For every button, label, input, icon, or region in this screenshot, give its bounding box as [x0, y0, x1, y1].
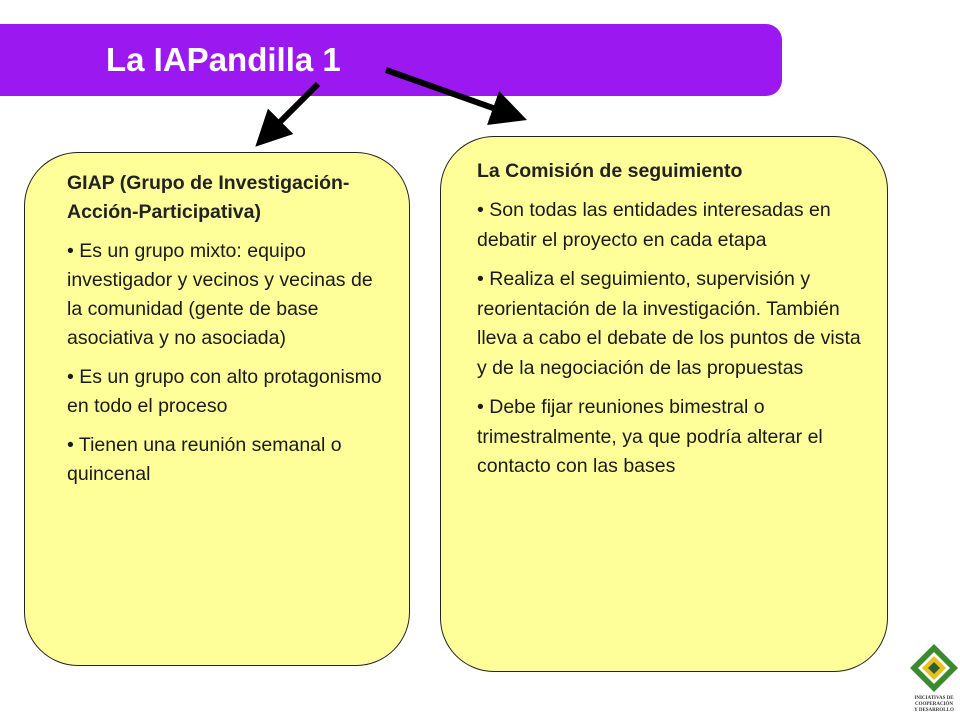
giap-box: GIAP (Grupo de Investigación-Acción-Part…: [24, 152, 410, 666]
diamond-logo-icon: [910, 644, 958, 692]
arrow-to-right-box: [384, 67, 527, 125]
comision-bullet-2: • Realiza el seguimiento, supervisión y …: [477, 268, 861, 379]
comision-bullet-3: • Debe fijar reuniones bimestral o trime…: [477, 396, 823, 477]
logo-text: INICIATIVAS DE COOPERACIÓN Y DESARROLLO: [914, 696, 954, 713]
organization-logo: INICIATIVAS DE COOPERACIÓN Y DESARROLLO: [908, 642, 960, 720]
giap-bullet-1: • Es un grupo mixto: equipo investigador…: [67, 240, 373, 349]
comision-title: La Comisión de seguimiento: [477, 160, 743, 182]
comision-bullet-1: • Son todas las entidades interesadas en…: [477, 199, 831, 251]
slide-title: La IAPandilla 1: [106, 41, 341, 78]
giap-title: GIAP (Grupo de Investigación-Acción-Part…: [67, 172, 350, 223]
title-bar: [0, 24, 782, 96]
arrow-to-left-box: [255, 81, 321, 147]
giap-bullet-2: • Es un grupo con alto protagonismo en t…: [67, 366, 382, 417]
giap-bullet-3: • Tienen una reunión semanal o quincenal: [67, 434, 342, 485]
comision-box: La Comisión de seguimiento • Son todas l…: [440, 136, 888, 672]
